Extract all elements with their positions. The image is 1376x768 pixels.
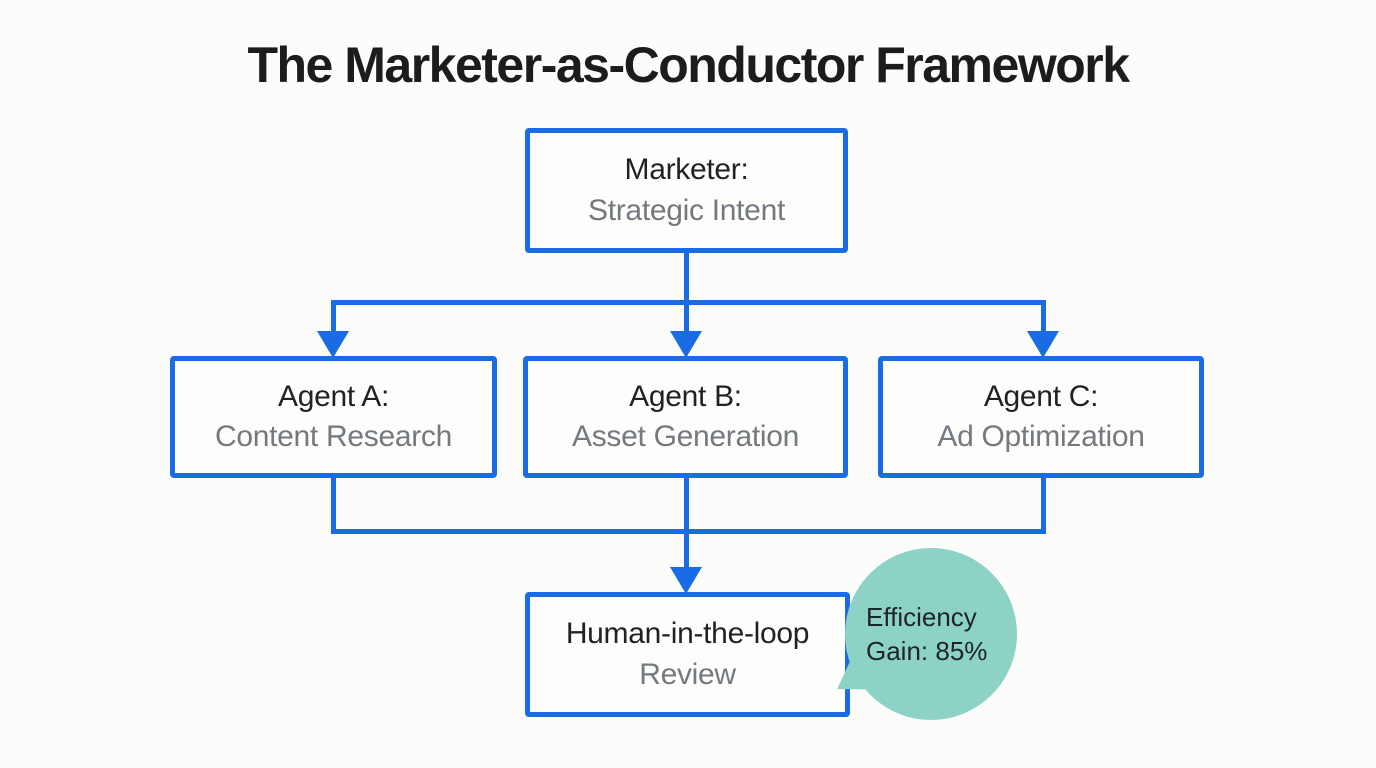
node-agent-c: Agent C: Ad Optimization [878, 356, 1204, 478]
connector-marketer-stem [684, 253, 689, 305]
node-marketer: Marketer: Strategic Intent [525, 128, 848, 253]
arrow-down-icon [670, 567, 702, 594]
arrow-down-icon [317, 331, 349, 358]
node-role-label: Agent A: [277, 379, 390, 413]
node-detail-label: Content Research [214, 420, 452, 453]
node-human-review: Human-in-the-loop Review [525, 592, 850, 717]
page-title: The Marketer-as-Conductor Framework [247, 37, 1130, 93]
node-agent-b: Agent B: Asset Generation [523, 356, 848, 478]
node-role-label: Agent B: [629, 379, 742, 413]
connector-drop-agent-c [1041, 300, 1046, 334]
connector-drop-agent-b [684, 300, 689, 334]
node-detail-label: Asset Generation [572, 420, 799, 453]
node-role-label: Agent C: [983, 379, 1099, 413]
node-agent-a: Agent A: Content Research [170, 356, 497, 478]
connector-drop-agent-a [331, 300, 336, 334]
arrow-down-icon [670, 331, 702, 358]
node-role-label: Marketer: [624, 153, 749, 186]
node-role-label: Human-in-the-loop [565, 617, 810, 650]
node-detail-label: Review [639, 657, 736, 691]
connector-rise-agent-a [331, 478, 336, 534]
node-detail-label: Strategic Intent [588, 193, 785, 227]
node-detail-label: Ad Optimization [937, 420, 1145, 453]
arrow-down-icon [1027, 331, 1059, 358]
connector-rise-agent-c [1041, 478, 1046, 534]
connector-review-stem [684, 478, 689, 570]
efficiency-badge [845, 548, 1017, 720]
efficiency-badge-label: Efficiency Gain: 85% [866, 602, 988, 666]
